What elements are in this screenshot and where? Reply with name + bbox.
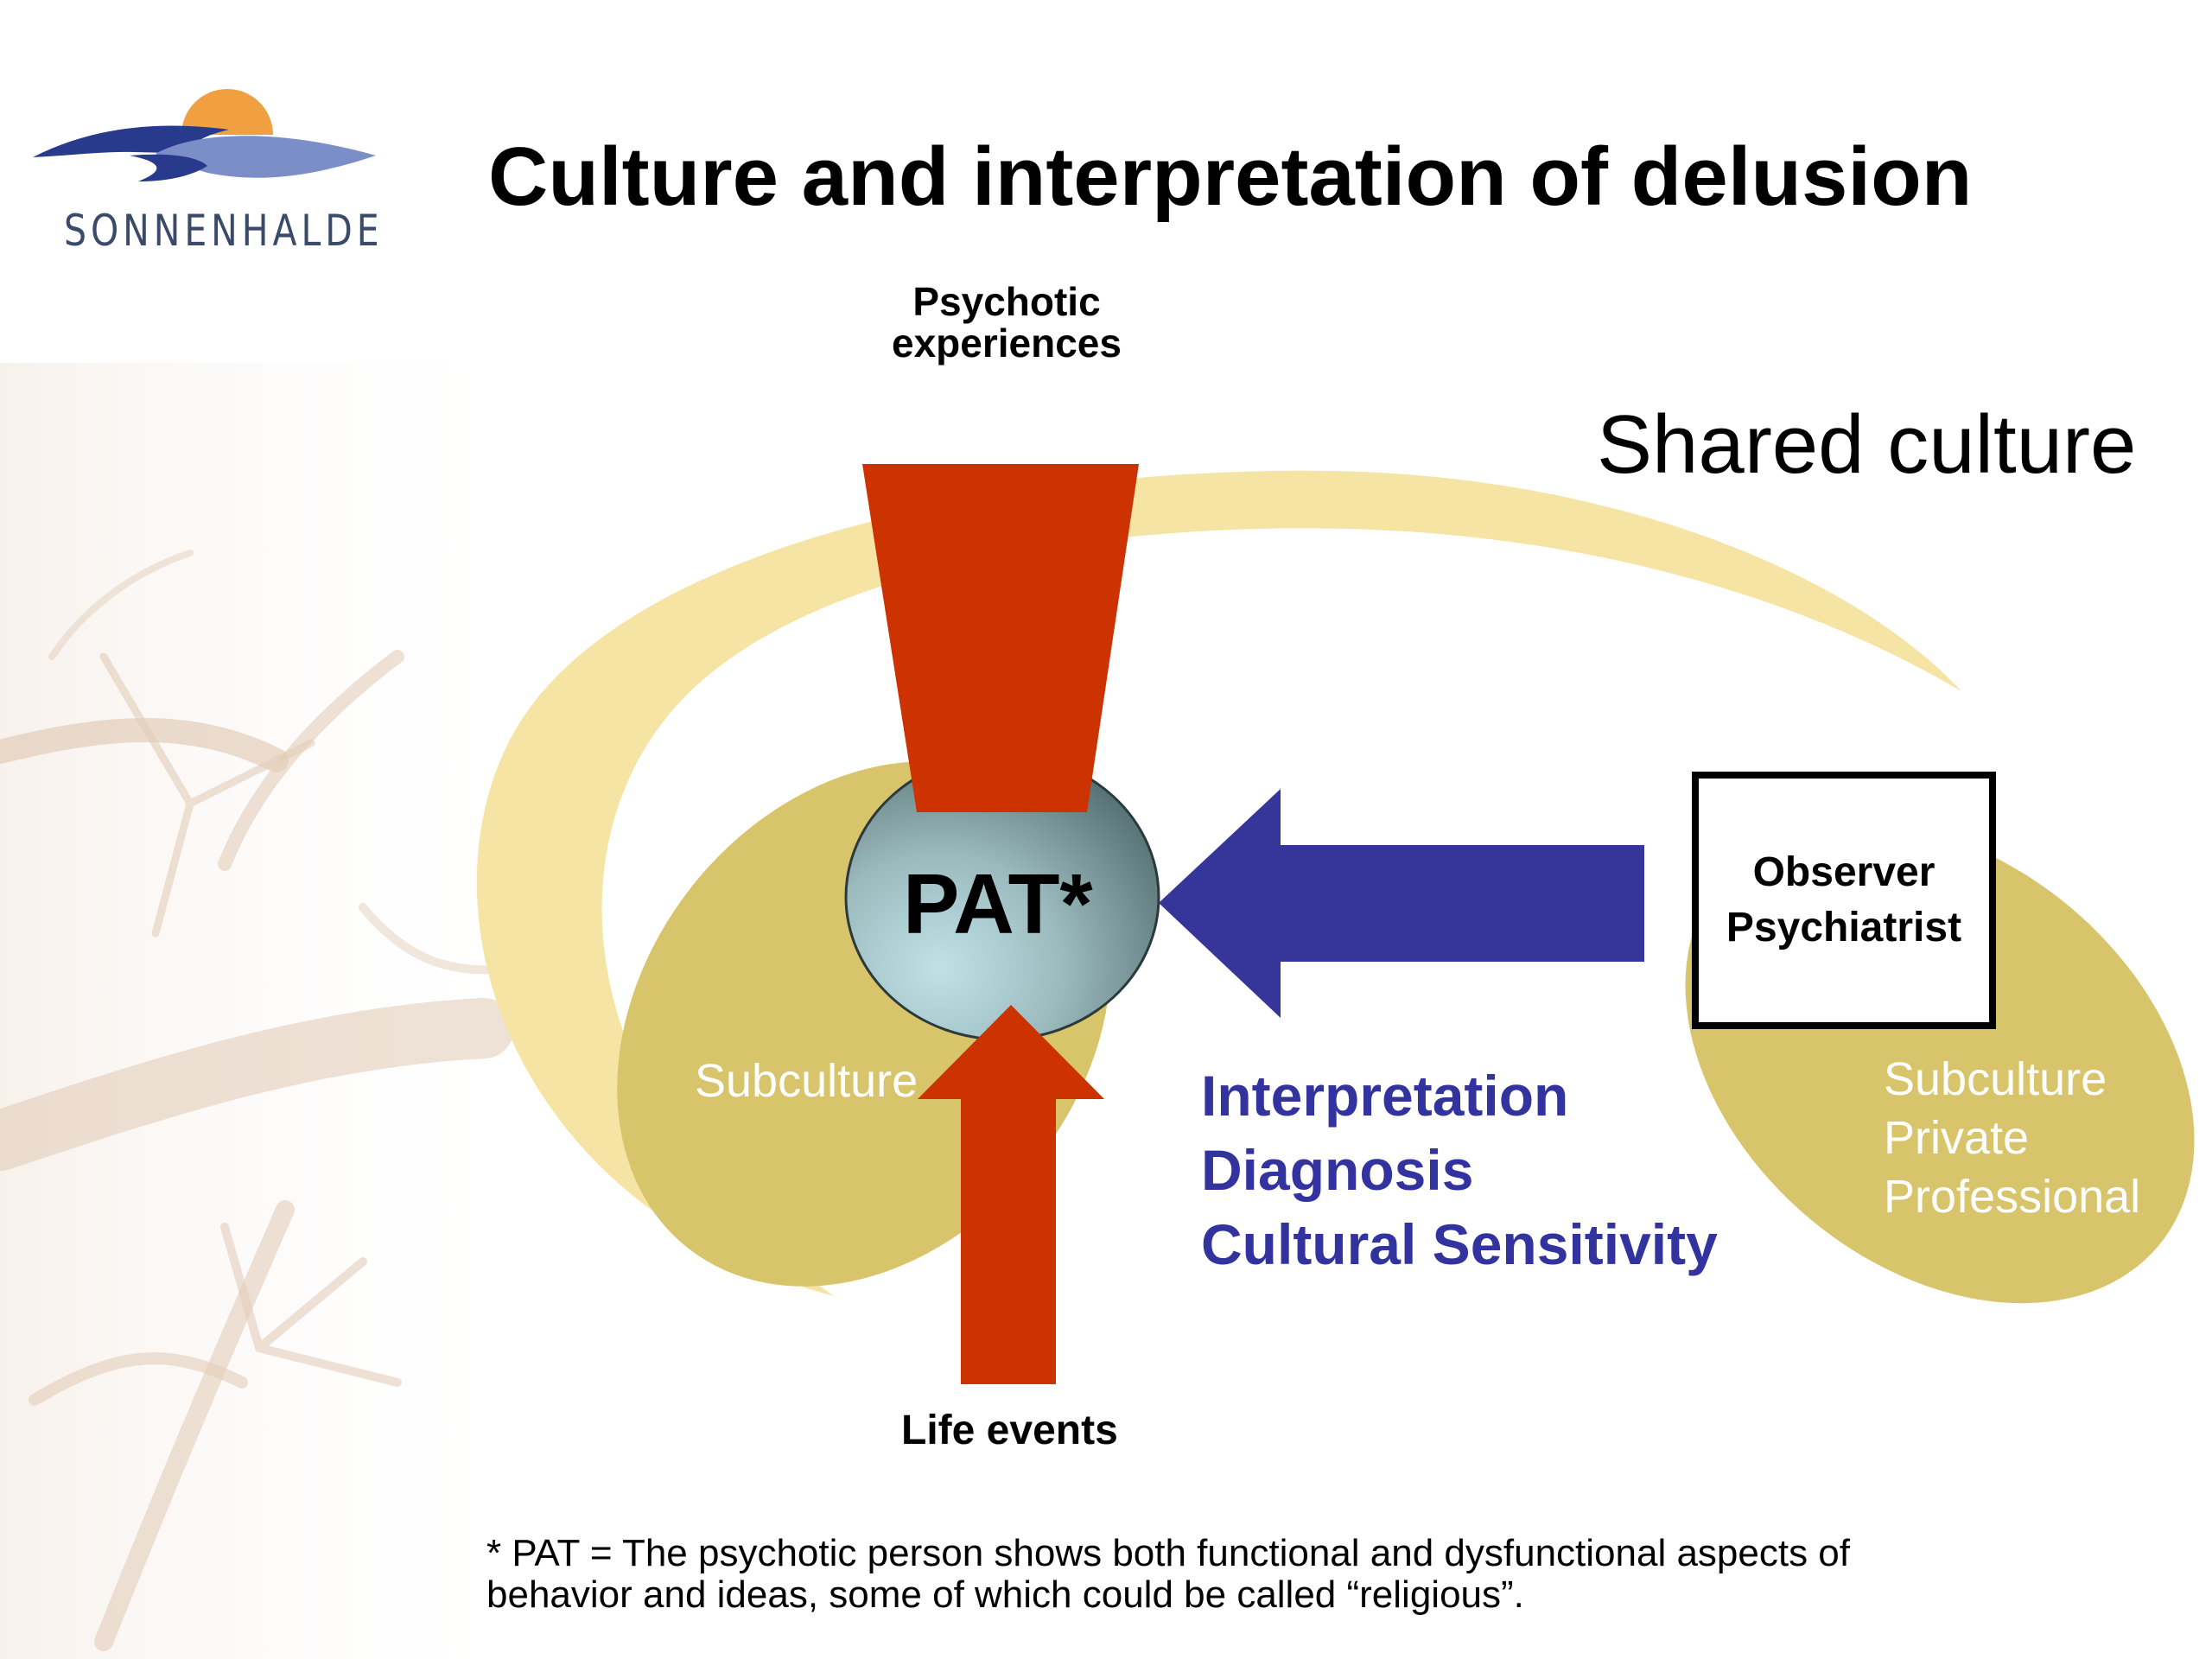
shared-culture-label: Shared culture: [1597, 398, 2137, 491]
logo-text: SONNENHALDE: [64, 206, 384, 256]
page-title: Culture and interpretation of delusion: [488, 130, 1973, 223]
life-events-label: Life events: [901, 1408, 1118, 1453]
interpretation-list: Interpretation Diagnosis Cultural Sensit…: [1201, 1058, 1718, 1281]
diagnosis-label: Diagnosis: [1201, 1138, 1474, 1202]
interpretation-label: Interpretation: [1201, 1064, 1569, 1128]
observer-label: Observer: [1752, 849, 1936, 895]
observer-box: Observer Psychiatrist: [1692, 772, 1996, 1029]
observer-arrow: [1159, 789, 1644, 1018]
psychotic-experiences-funnel: [862, 464, 1139, 812]
neuron-background: [0, 363, 536, 1659]
subculture-left-label: Subculture: [695, 1055, 918, 1107]
life-events-arrow: [918, 1005, 1104, 1384]
sonnenhalde-logo: [33, 89, 376, 181]
private-label: Private: [1884, 1112, 2030, 1164]
footnote-line-2: behavior and ideas, some of which could …: [486, 1573, 1524, 1616]
footnote-line-1: * PAT = The psychotic person shows both …: [486, 1532, 1851, 1574]
footnote: * PAT = The psychotic person shows both …: [486, 1533, 1850, 1616]
patient-label: PAT*: [903, 856, 1093, 951]
psychotic-experiences-label: Psychotic experiences: [892, 279, 1122, 365]
psychiatrist-label: Psychiatrist: [1726, 905, 1962, 950]
subculture-right-labels: Subculture Private Professional: [1884, 1050, 2140, 1226]
cultural-sensitivity-label: Cultural Sensitivity: [1201, 1212, 1718, 1276]
subculture-right-label: Subculture: [1884, 1053, 2107, 1105]
footnote-band: [467, 1505, 2212, 1659]
professional-label: Professional: [1884, 1171, 2141, 1223]
